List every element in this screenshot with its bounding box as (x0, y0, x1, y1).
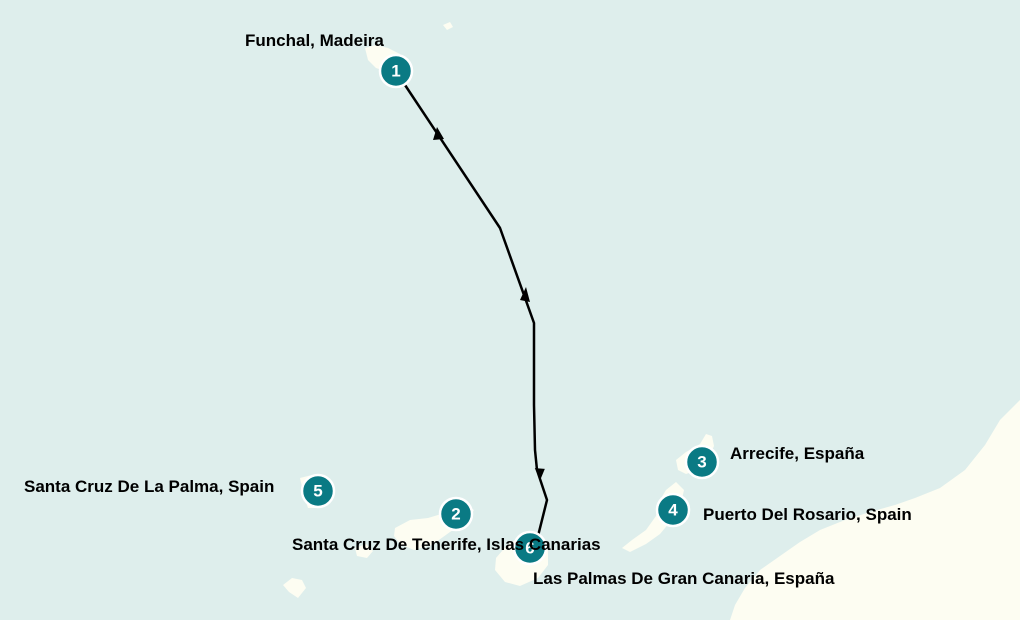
port-label-santa-cruz-la-palma: Santa Cruz De La Palma, Spain (24, 477, 274, 496)
porto-santo-island (443, 22, 453, 30)
port-marker-las-palmas[interactable]: 6 (512, 530, 548, 566)
port-label-las-palmas: Las Palmas De Gran Canaria, España (533, 569, 835, 588)
cruise-route-line (403, 84, 549, 537)
port-marker-santa-cruz-tenerife[interactable]: 2 (438, 496, 474, 532)
la-gomera-island (355, 544, 373, 558)
route-direction-arrow (520, 287, 530, 302)
port-label-arrecife: Arrecife, España (730, 444, 865, 463)
el-hierro-island (283, 578, 306, 598)
port-label-santa-cruz-tenerife: Santa Cruz De Tenerife, Islas Canarias (292, 535, 601, 554)
africa-landmass (730, 400, 1020, 620)
marker-number: 3 (697, 453, 706, 472)
marker-number: 4 (668, 501, 678, 520)
port-marker-funchal[interactable]: 1 (378, 53, 414, 89)
route-direction-arrow (433, 127, 444, 140)
port-marker-arrecife[interactable]: 3 (684, 444, 720, 480)
marker-number: 5 (313, 482, 322, 501)
port-label-puerto-del-rosario: Puerto Del Rosario, Spain (703, 505, 912, 524)
port-label-funchal: Funchal, Madeira (245, 31, 384, 50)
port-marker-santa-cruz-la-palma[interactable]: 5 (300, 473, 336, 509)
port-marker-puerto-del-rosario[interactable]: 4 (655, 492, 691, 528)
marker-number: 6 (525, 539, 534, 558)
route-direction-arrow (534, 468, 545, 480)
marker-number: 2 (451, 505, 460, 524)
marker-number: 1 (391, 62, 400, 81)
